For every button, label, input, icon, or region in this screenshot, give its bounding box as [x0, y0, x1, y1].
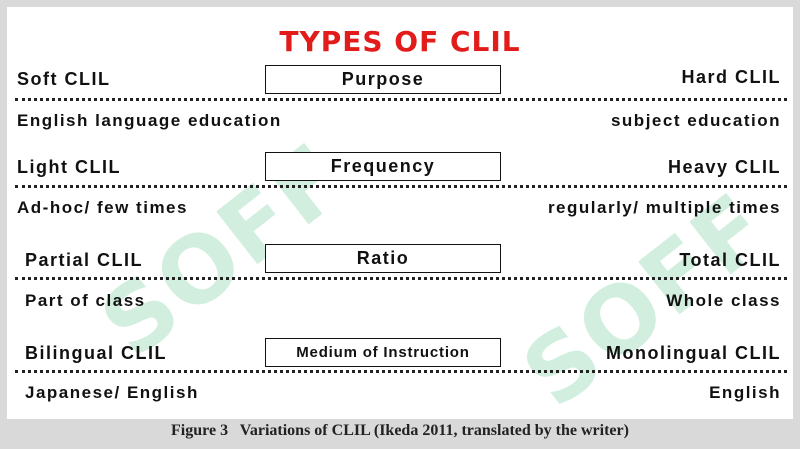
- row-right-label: Monolingual CLIL: [606, 343, 781, 363]
- row-left-label: Light CLIL: [17, 157, 121, 177]
- criterion-box: Frequency: [265, 152, 501, 181]
- row-left-sublabel: Ad-hoc/ few times: [17, 198, 188, 217]
- row-right-sublabel: subject education: [610, 111, 781, 130]
- row-left-label: Bilingual CLIL: [25, 343, 167, 363]
- row-right-sublabel: English: [709, 383, 781, 402]
- row-left-sublabel: Japanese/ English: [25, 383, 199, 402]
- row-left-sublabel: Part of class: [25, 291, 146, 310]
- divider-line: [15, 370, 787, 373]
- divider-line: [15, 185, 787, 188]
- row-right-sublabel: Whole class: [666, 291, 781, 310]
- row-right-sublabel: regularly/ multiple times: [547, 198, 781, 217]
- divider-line: [15, 277, 787, 280]
- row-right-label: Heavy CLIL: [667, 157, 781, 177]
- row-left-label: Soft CLIL: [17, 69, 111, 89]
- row-left-sublabel: English language education: [17, 111, 282, 130]
- criterion-box: Purpose: [265, 65, 501, 94]
- figure-caption: Figure 3 Variations of CLIL (Ikeda 2011,…: [171, 422, 629, 439]
- row-left-label: Partial CLIL: [25, 250, 144, 270]
- row-right-label: Total CLIL: [679, 250, 781, 270]
- criterion-box: Ratio: [265, 244, 501, 273]
- row-right-label: Hard CLIL: [681, 67, 781, 87]
- criterion-box: Medium of Instruction: [265, 338, 501, 367]
- divider-line: [15, 98, 787, 101]
- diagram-panel: SOFF SOFF TYPES OF CLIL Soft CLIL Purpos…: [7, 7, 793, 428]
- diagram-title: TYPES OF CLIL: [279, 25, 521, 58]
